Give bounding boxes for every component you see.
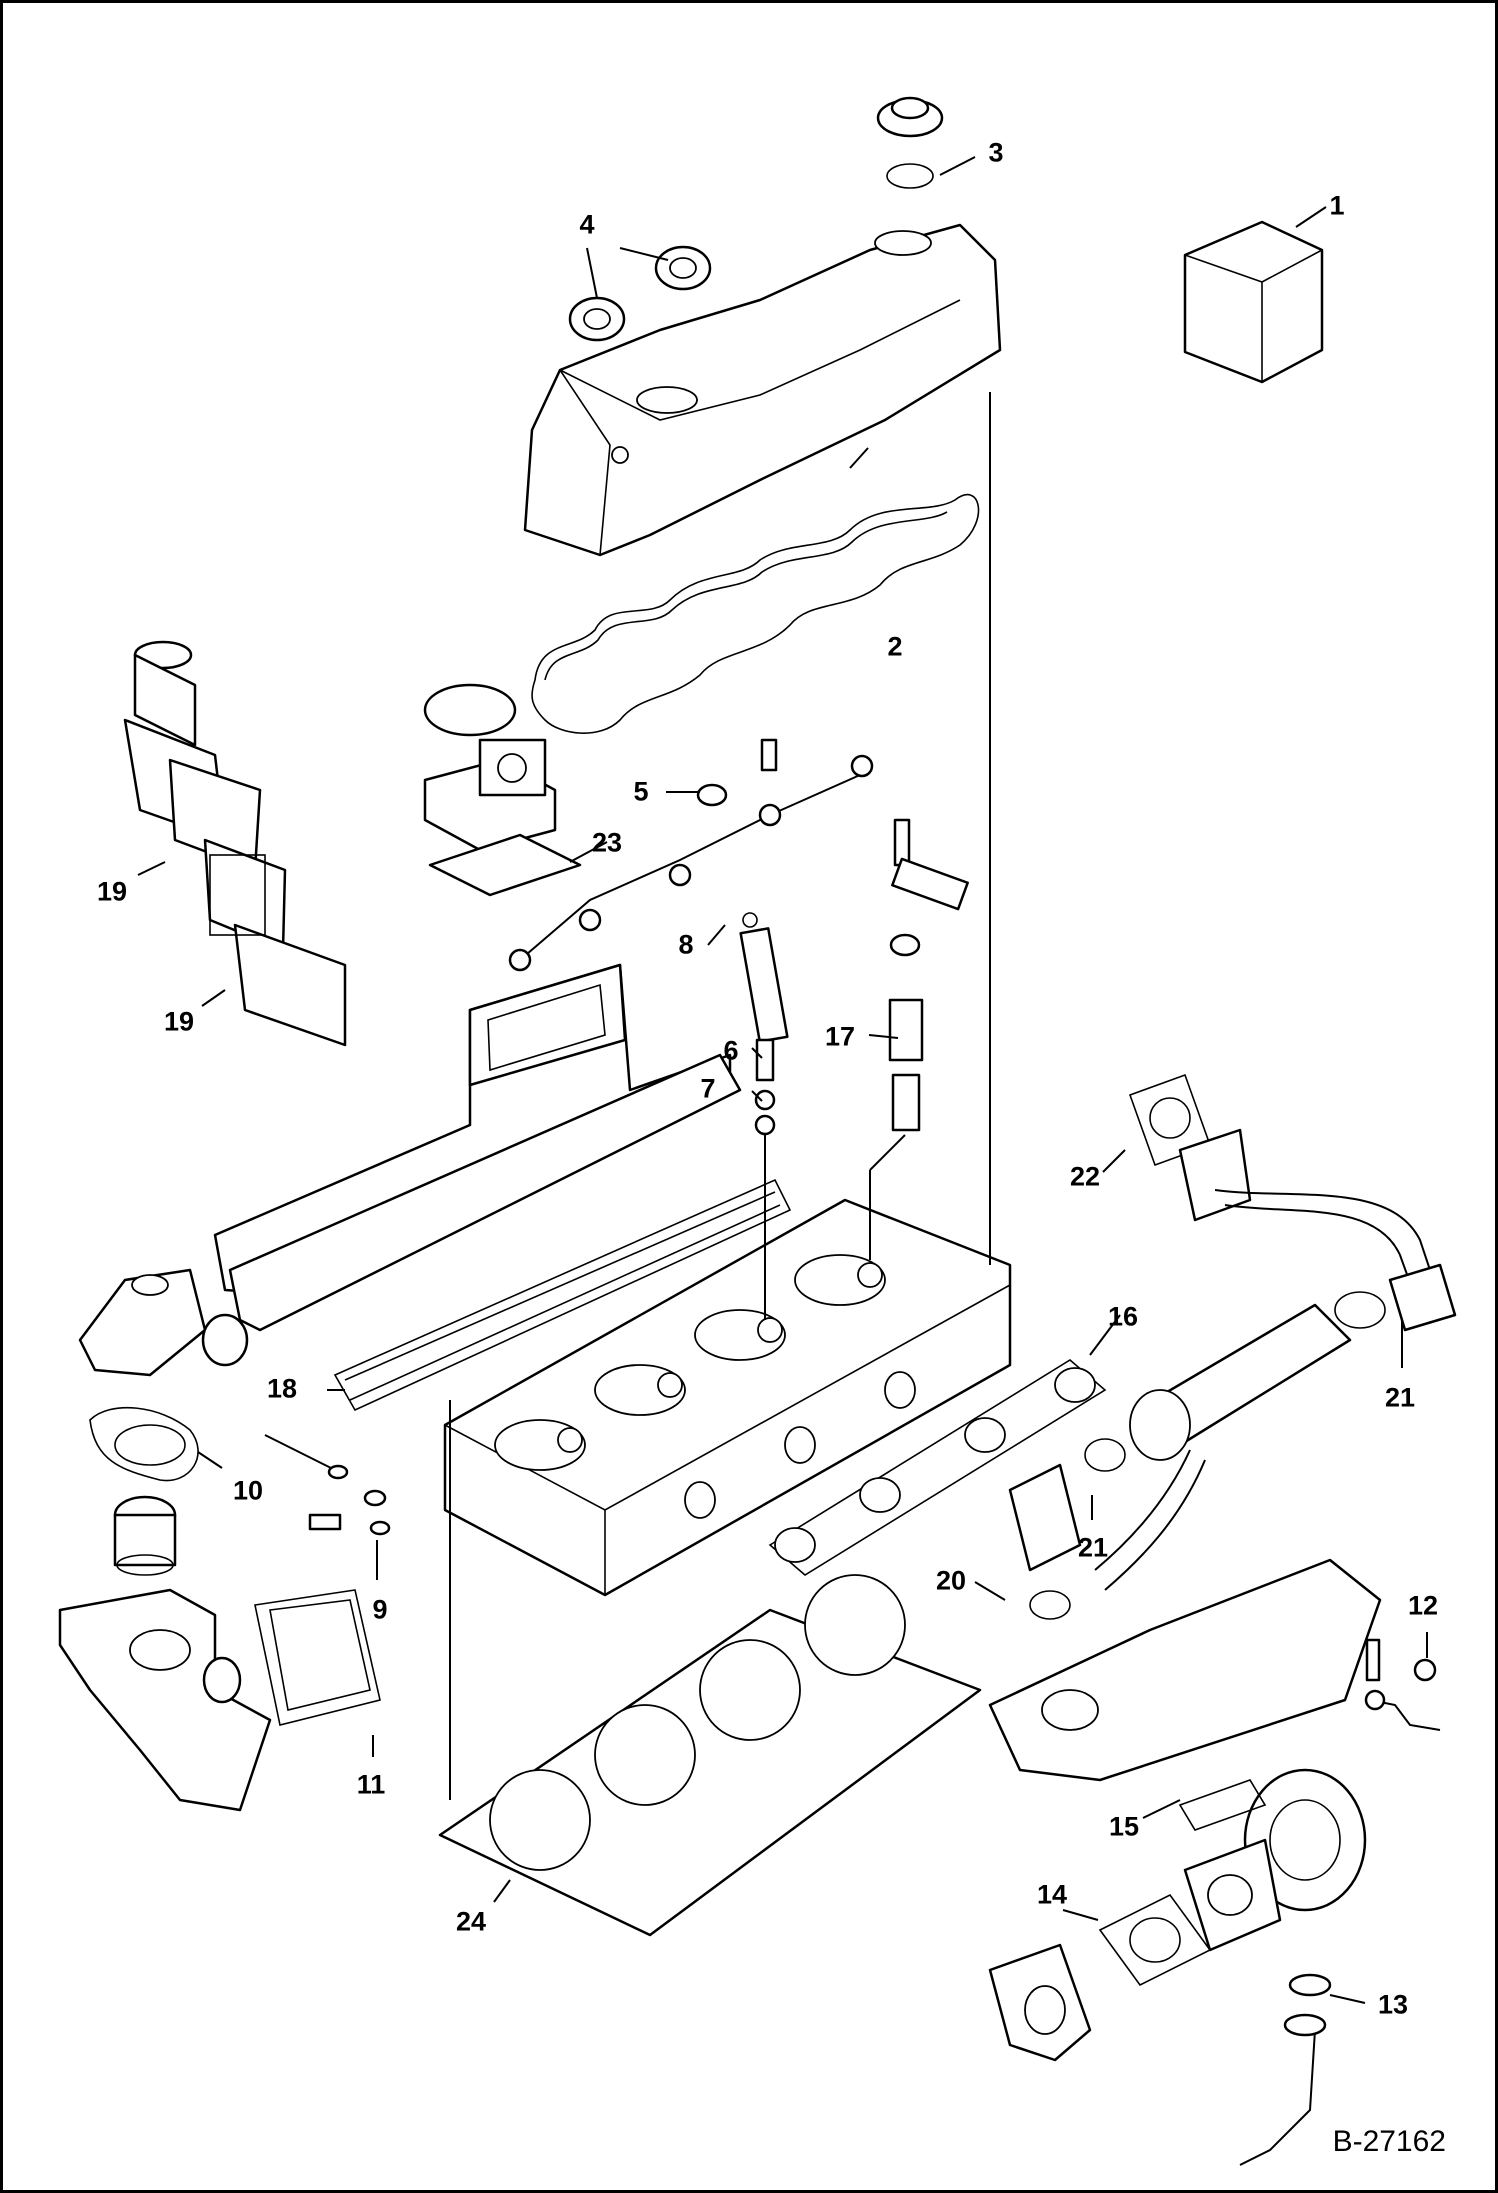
callout-9: 9 xyxy=(372,1594,388,1625)
callout-16: 16 xyxy=(1107,1301,1139,1332)
thermostat-cover xyxy=(78,1268,249,1377)
head-gasket xyxy=(438,1574,982,1937)
callout-2: 2 xyxy=(887,631,903,662)
callout-22: 22 xyxy=(1069,1161,1101,1192)
callout-8: 8 xyxy=(678,929,694,960)
valve-cover-seals xyxy=(568,245,712,342)
valve-cover-gasket xyxy=(531,493,980,734)
exhaust-elbow-23 xyxy=(423,683,582,897)
callout-19-upper: 19 xyxy=(96,876,128,907)
drawing-reference-code: B-27162 xyxy=(1332,2125,1446,2158)
callout-13: 13 xyxy=(1377,1989,1409,2020)
callout-1: 1 xyxy=(1329,190,1345,221)
side-cover-gasket xyxy=(254,1589,381,1726)
callout-21-lower: 21 xyxy=(1077,1532,1109,1563)
callout-21-right: 21 xyxy=(1384,1382,1416,1413)
egr-cooler xyxy=(1008,1303,1352,1591)
callout-10: 10 xyxy=(232,1475,264,1506)
callout-18: 18 xyxy=(266,1373,298,1404)
leader-lines xyxy=(137,156,1428,2004)
intake-manifold-gasket xyxy=(333,1178,792,1412)
thermostat xyxy=(113,1495,177,1576)
cylinder-head xyxy=(443,1198,1012,1597)
nozzle-assembly xyxy=(869,818,969,1260)
callout-6: 6 xyxy=(723,1035,739,1066)
gasket-kit-box xyxy=(1183,220,1324,384)
callout-5: 5 xyxy=(633,776,649,807)
valve-cover xyxy=(523,223,1002,557)
thermostat-gasket xyxy=(89,1406,199,1482)
callout-3: 3 xyxy=(988,137,1004,168)
intake-adapter xyxy=(123,640,347,1047)
callout-24: 24 xyxy=(455,1906,487,1937)
exhaust-manifold-gasket xyxy=(768,1359,1107,1576)
turbocharger xyxy=(1178,1768,1367,1952)
callout-15: 15 xyxy=(1108,1811,1140,1842)
bolt-washers-9 xyxy=(264,1434,391,1536)
oil-pipes xyxy=(1239,1638,1441,2166)
egr-pipe xyxy=(1128,1073,1457,1332)
turbo-outlet xyxy=(988,1893,1212,2062)
fuel-injector xyxy=(739,912,789,1320)
callout-23: 23 xyxy=(591,827,623,858)
water-outlet-housing xyxy=(58,1588,272,1812)
exhaust-manifold xyxy=(988,1558,1382,1782)
callout-7: 7 xyxy=(700,1073,716,1104)
callout-12: 12 xyxy=(1407,1590,1439,1621)
callout-20: 20 xyxy=(935,1565,967,1596)
callout-17: 17 xyxy=(824,1021,856,1052)
callout-14: 14 xyxy=(1036,1879,1068,1910)
callout-19-lower: 19 xyxy=(163,1006,195,1037)
filler-cap xyxy=(876,96,944,189)
callout-11: 11 xyxy=(356,1769,386,1800)
intake-manifold xyxy=(213,963,742,1332)
callout-4: 4 xyxy=(579,209,595,240)
leak-off-pipe xyxy=(508,738,874,972)
